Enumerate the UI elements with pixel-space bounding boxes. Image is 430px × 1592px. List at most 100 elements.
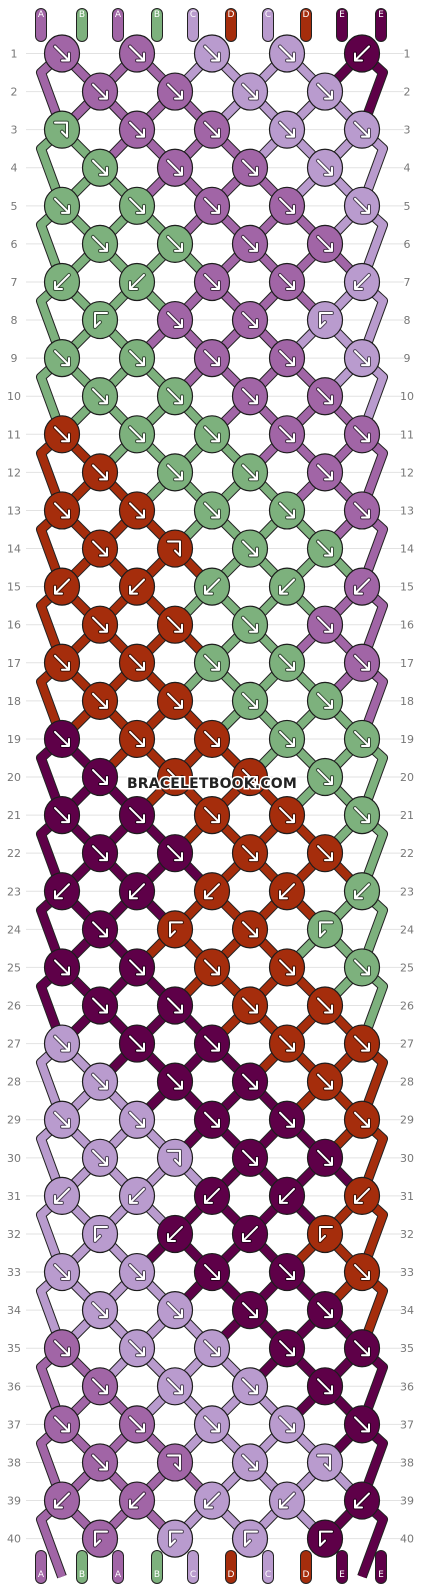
row-number-left: 24	[7, 923, 21, 936]
row-number-right: 24	[400, 923, 414, 936]
knot	[118, 872, 156, 911]
knot	[268, 491, 306, 530]
row-number-right: 38	[400, 1456, 414, 1469]
knot-arrow-icon	[54, 350, 70, 367]
row-number-right: 20	[400, 771, 414, 784]
knot-arrow-icon	[204, 730, 220, 747]
knot	[193, 1481, 231, 1520]
row-number-left: 15	[7, 581, 21, 594]
knot-arrow-icon	[167, 235, 183, 252]
knot	[231, 605, 269, 644]
knot-arrow-icon	[354, 1340, 370, 1357]
knot-arrow-icon	[354, 578, 370, 595]
top-strand-label: E	[378, 10, 384, 20]
knot-arrow-icon	[129, 807, 145, 824]
knot-arrow-icon	[167, 1073, 183, 1090]
knot	[43, 1176, 81, 1216]
knot	[193, 110, 231, 149]
knot-arrow-icon	[129, 959, 145, 976]
row-number-left: 1	[11, 48, 18, 61]
knot-arrow-icon	[167, 1225, 183, 1242]
row-number-right: 19	[400, 733, 414, 746]
knot	[81, 605, 119, 644]
top-strand-label: B	[154, 10, 160, 20]
knot	[193, 643, 231, 682]
row-number-right: 36	[400, 1380, 414, 1393]
knot-arrow-icon	[319, 312, 333, 329]
knot	[306, 1443, 344, 1482]
row-number-left: 11	[7, 428, 21, 441]
knot	[231, 757, 269, 797]
knot	[231, 453, 269, 492]
knot-arrow-icon	[279, 578, 295, 595]
knot	[156, 834, 194, 873]
knot-arrow-icon	[279, 883, 295, 900]
knot	[193, 491, 231, 530]
knot-arrow-icon	[279, 1111, 295, 1128]
knot-arrow-icon	[242, 692, 258, 709]
knot-arrow-icon	[54, 959, 70, 976]
knot-arrow-icon	[92, 1454, 108, 1471]
knot	[193, 1252, 231, 1292]
knot-arrow-icon	[242, 540, 258, 557]
knot-circle	[156, 1138, 194, 1177]
knot-arrow-icon	[317, 1378, 333, 1395]
row-number-left: 37	[7, 1418, 21, 1431]
row-number-left: 26	[7, 1000, 21, 1013]
knot	[268, 872, 306, 911]
knot	[193, 567, 231, 606]
knot	[343, 1405, 381, 1444]
knot-arrow-icon	[94, 312, 108, 329]
knot-arrow-icon	[354, 883, 370, 900]
knot-circle	[231, 1519, 269, 1558]
knot-arrow-icon	[354, 502, 370, 519]
knot	[343, 719, 381, 759]
knot	[306, 377, 344, 416]
knot-arrow-icon	[54, 1035, 70, 1052]
knot	[81, 834, 119, 873]
knot	[118, 948, 156, 987]
row-number-right: 32	[400, 1228, 414, 1241]
knot-arrow-icon	[204, 121, 220, 138]
row-number-right: 14	[400, 543, 414, 556]
knot	[118, 567, 156, 606]
knot	[118, 1481, 156, 1520]
knot	[343, 948, 381, 987]
knot-arrow-icon	[244, 1530, 258, 1547]
knot-arrow-icon	[167, 769, 183, 786]
knot	[343, 34, 381, 73]
knot-arrow-icon	[167, 692, 183, 709]
knot-arrow-icon	[354, 654, 370, 671]
knot	[81, 1291, 119, 1330]
knot-arrow-icon	[354, 807, 370, 824]
row-number-right: 23	[400, 885, 414, 898]
knot-arrow-icon	[242, 312, 258, 329]
knot-arrow-icon	[129, 654, 145, 671]
knot	[193, 34, 231, 73]
knot	[193, 186, 231, 225]
knot-arrow-icon	[279, 807, 295, 824]
knot-arrow-icon	[129, 350, 145, 367]
knot-arrow-icon	[92, 159, 108, 176]
knot	[156, 529, 194, 568]
knot	[156, 605, 194, 644]
knot	[118, 415, 156, 454]
row-number-left: 32	[7, 1228, 21, 1241]
row-number-right: 18	[400, 695, 414, 708]
row-number-left: 18	[7, 695, 21, 708]
row-number-left: 10	[7, 390, 21, 403]
knot-circle	[306, 300, 344, 340]
knot-arrow-icon	[167, 312, 183, 329]
knot	[118, 339, 156, 378]
knot-circle	[81, 300, 119, 340]
knot	[231, 681, 269, 720]
knot	[268, 1100, 306, 1139]
knot-arrow-icon	[204, 350, 220, 367]
knot	[156, 986, 194, 1025]
knot-arrow-icon	[279, 730, 295, 747]
knot-arrow-icon	[242, 1302, 258, 1319]
row-number-left: 23	[7, 885, 21, 898]
knot-circle	[306, 1443, 344, 1482]
top-strand-label: A	[115, 10, 122, 20]
